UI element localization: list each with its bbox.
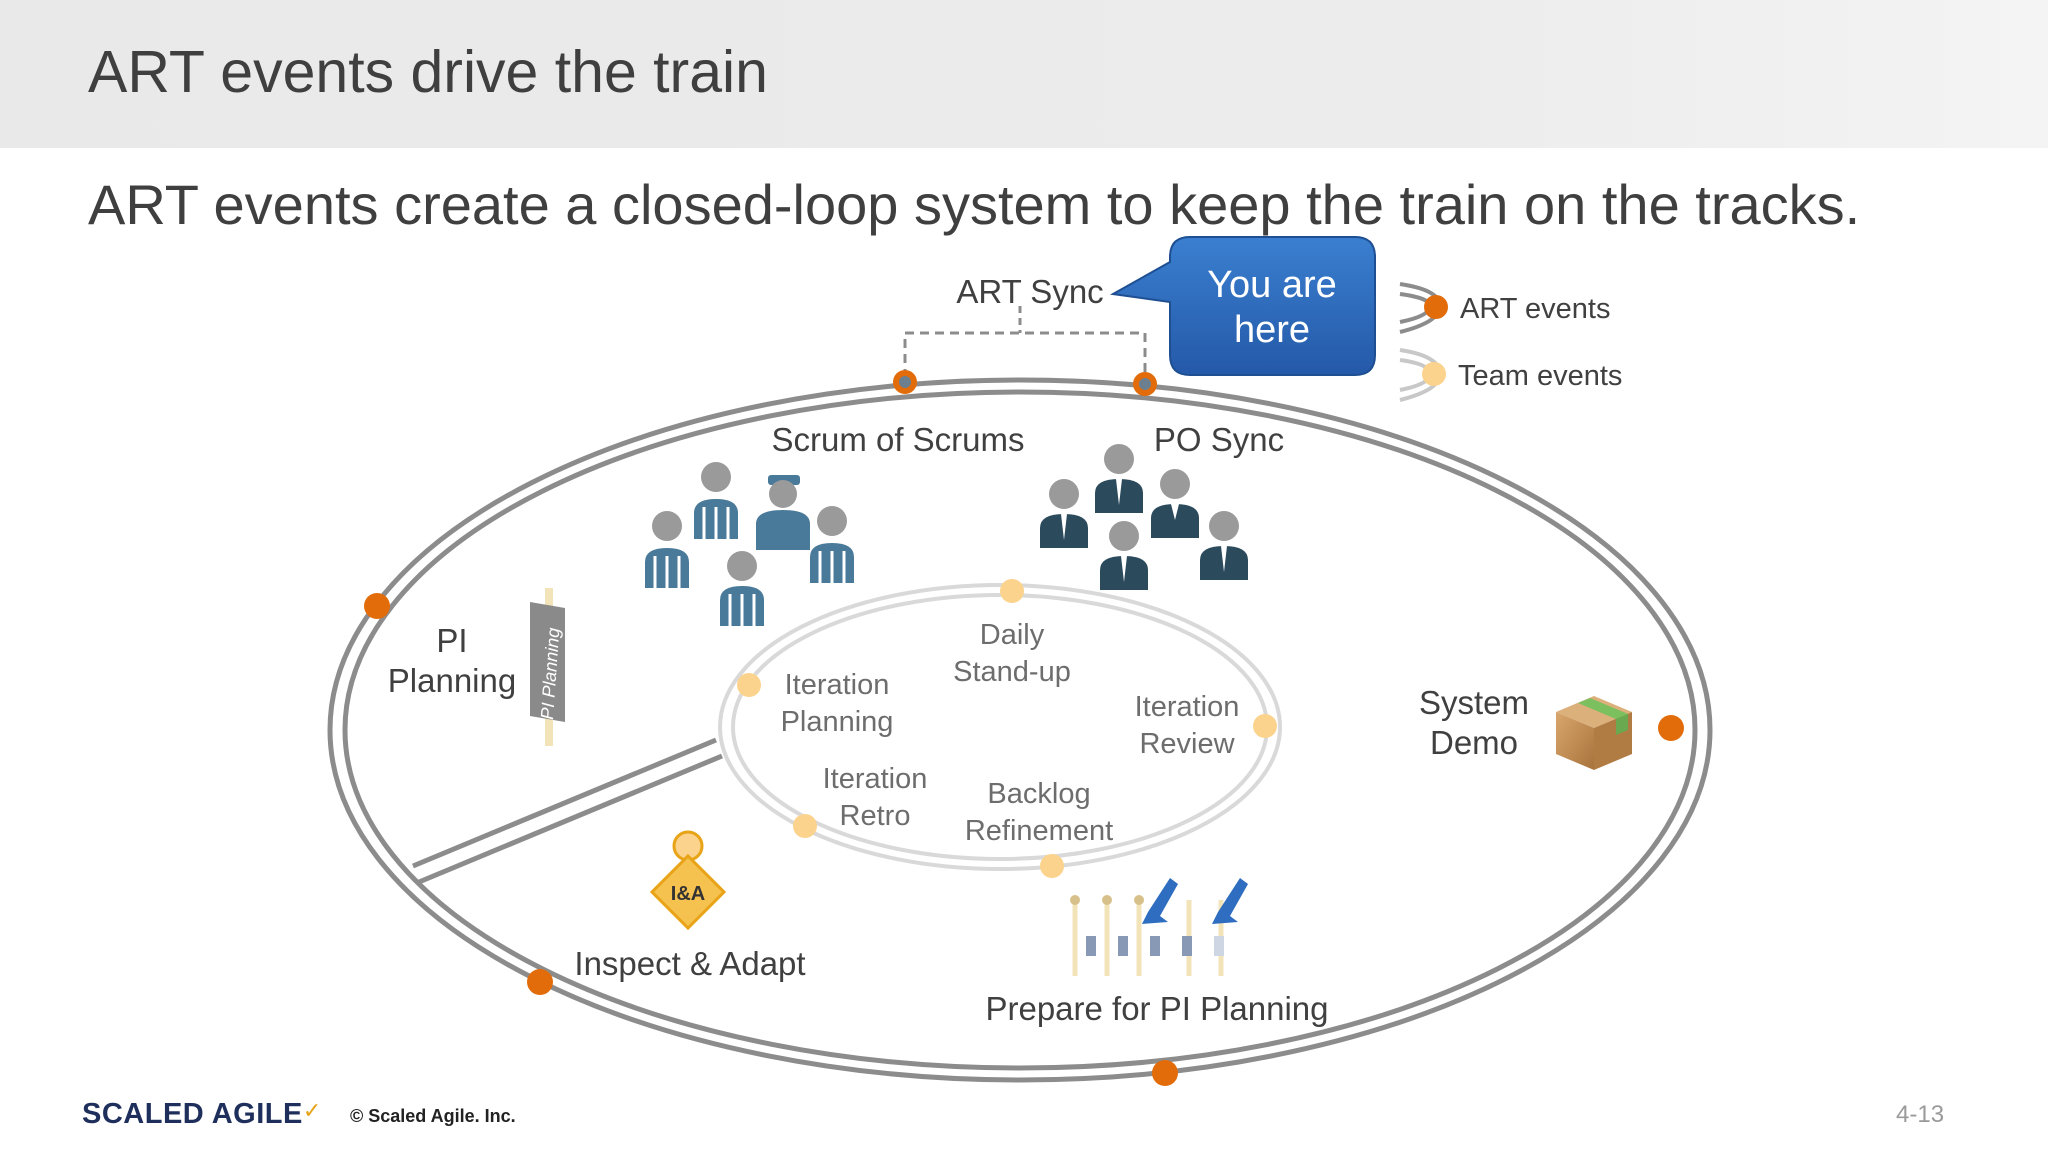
po-sync-people-icon bbox=[1040, 444, 1248, 590]
legend-art-dot bbox=[1424, 295, 1448, 319]
label-daily-2: Stand-up bbox=[953, 656, 1071, 688]
art-event-dot-system-demo bbox=[1658, 715, 1684, 741]
branch-track bbox=[412, 737, 723, 885]
art-event-dot-pi-planning bbox=[364, 593, 390, 619]
label-pi-planning-2: Planning bbox=[388, 662, 516, 699]
legend-team-events: Team events bbox=[1458, 360, 1622, 392]
label-prepare-pi-planning: Prepare for PI Planning bbox=[985, 990, 1328, 1027]
label-iter-review-2: Review bbox=[1139, 728, 1235, 760]
slide-title: ART events drive the train bbox=[88, 39, 768, 105]
team-event-dot-backlog bbox=[1040, 854, 1064, 878]
label-iter-planning-1: Iteration bbox=[785, 669, 890, 701]
header-band bbox=[0, 0, 2048, 148]
page-number: 4-13 bbox=[1896, 1101, 1945, 1128]
team-event-dot-iteration-retro bbox=[793, 814, 817, 838]
label-iter-review-1: Iteration bbox=[1135, 691, 1240, 723]
art-event-dot-inspect-adapt bbox=[527, 969, 553, 995]
copyright-text: © Scaled Agile. Inc. bbox=[350, 1106, 516, 1126]
label-backlog-1: Backlog bbox=[987, 778, 1090, 810]
prepare-pi-planning-icon bbox=[1070, 878, 1248, 976]
label-system-demo-1: System bbox=[1419, 684, 1529, 721]
callout-line-1: You are bbox=[1207, 264, 1337, 306]
legend-team-dot bbox=[1422, 362, 1446, 386]
label-pi-planning-1: PI bbox=[436, 622, 467, 659]
slide-subtitle: ART events create a closed-loop system t… bbox=[88, 173, 1861, 236]
callout-line-2: here bbox=[1234, 309, 1310, 351]
label-inspect-adapt: Inspect & Adapt bbox=[574, 945, 805, 982]
label-iter-retro-2: Retro bbox=[840, 800, 911, 832]
scaled-agile-logo: SCALED AGILE✓ bbox=[82, 1098, 322, 1130]
label-backlog-2: Refinement bbox=[965, 815, 1113, 847]
label-po-sync: PO Sync bbox=[1154, 421, 1284, 458]
label-scrum-of-scrums: Scrum of Scrums bbox=[771, 421, 1024, 458]
legend: ART events Team events bbox=[1399, 282, 1622, 402]
scrum-of-scrums-people-icon bbox=[645, 462, 854, 626]
art-sync-bracket bbox=[903, 306, 1147, 378]
system-demo-box-icon bbox=[1556, 696, 1632, 770]
you-are-here-callout: You are here bbox=[1109, 236, 1376, 376]
svg-text:I&A: I&A bbox=[671, 883, 705, 905]
label-daily-1: Daily bbox=[980, 619, 1045, 651]
pi-planning-sign-icon: PI Planning bbox=[530, 588, 565, 746]
team-event-dot-daily bbox=[1000, 579, 1024, 603]
inspect-adapt-badge-icon: I&A bbox=[649, 830, 727, 931]
outer-track bbox=[327, 377, 1713, 1083]
art-event-dot-prepare bbox=[1152, 1060, 1178, 1086]
legend-art-events: ART events bbox=[1460, 293, 1610, 325]
label-iter-planning-2: Planning bbox=[781, 706, 894, 738]
label-art-sync: ART Sync bbox=[956, 273, 1103, 310]
label-system-demo-2: Demo bbox=[1430, 724, 1518, 761]
team-event-dot-iteration-review bbox=[1253, 714, 1277, 738]
label-iter-retro-1: Iteration bbox=[823, 763, 928, 795]
team-event-dot-iteration-planning bbox=[737, 673, 761, 697]
